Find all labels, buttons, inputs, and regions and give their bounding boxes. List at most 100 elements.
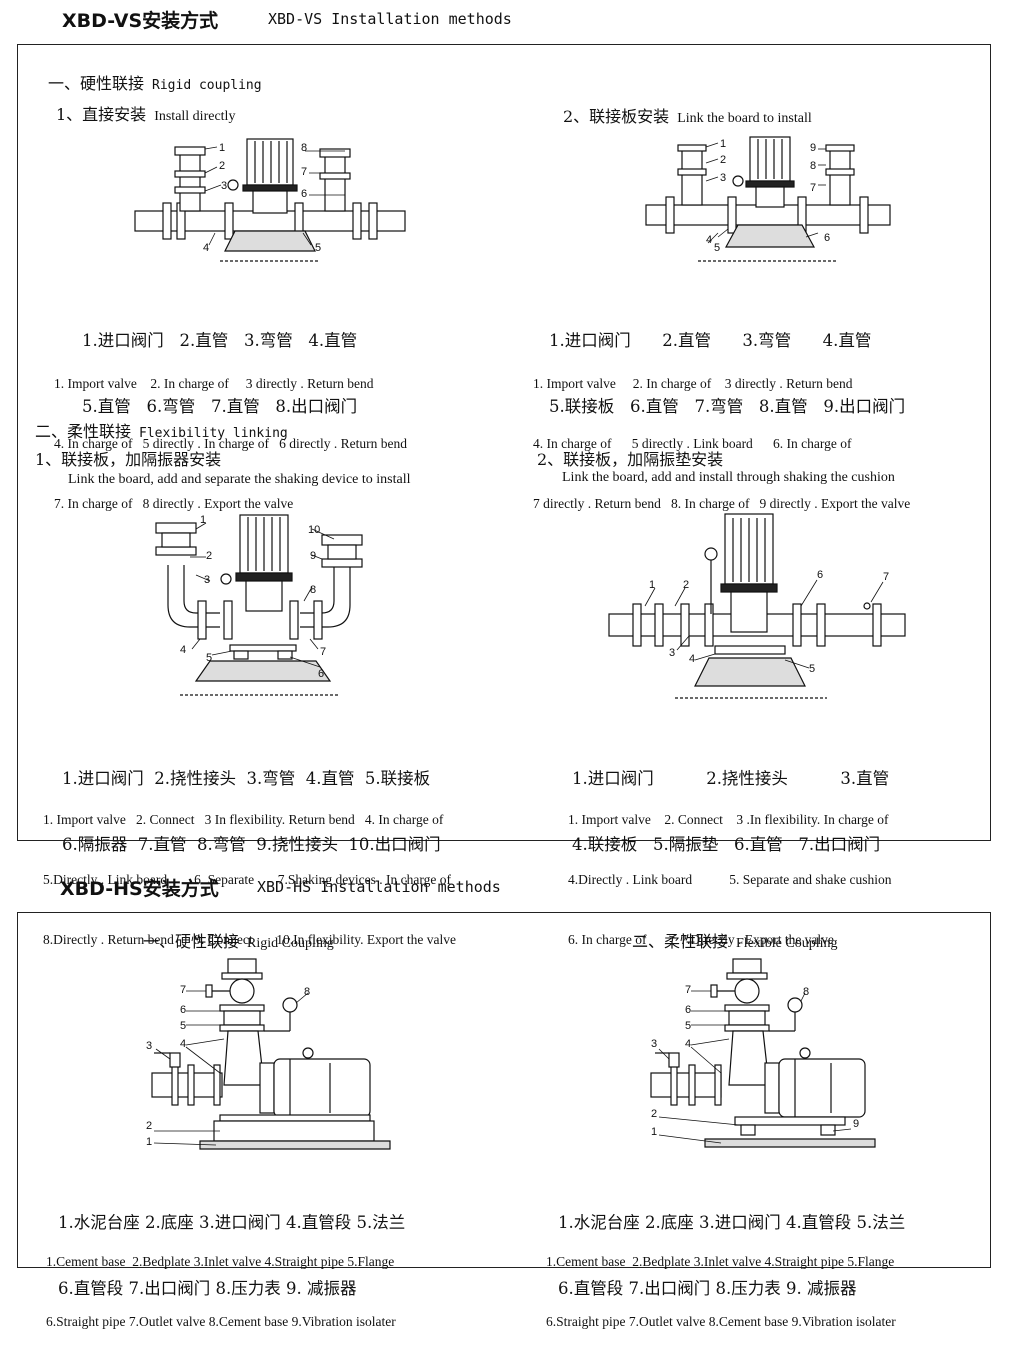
vs-title-en: XBD-VS Installation methods (268, 10, 512, 28)
vs-direct-callout-3: 3 (221, 180, 227, 192)
hs-rigid-en-line-2: 6.Straight pipe 7.Outlet valve 8.Cement … (46, 1314, 396, 1329)
vs-damper-heading: 1、联接板，加隔振器安装 (35, 450, 222, 469)
hs-rigid-heading-zh: 一、硬性联接 (143, 932, 240, 951)
vs-cushion-sub: Link the board, add and install through … (562, 470, 895, 485)
vs-cushion-en-line-3: 6. In charge of 7.Directly . Export the … (568, 932, 834, 947)
vs-direct-heading: 1、直接安装 Install directly (56, 101, 235, 125)
hs-flex-en-legend: 1.Cement base 2.Bedplate 3.Inlet valve 4… (546, 1212, 896, 1352)
vs-title: XBD-VS安装方式 (62, 10, 219, 32)
hs-rigid-zh-line-1: 1.水泥台座 2.底座 3.进口阀门 4.直管段 5.法兰 (58, 1213, 406, 1232)
hs-title: XBD-HS安装方式 (60, 878, 219, 900)
hs-rigid-callout-4: 4 (180, 1038, 186, 1050)
vs-flex-heading-zh: 二、柔性联接 (35, 422, 132, 441)
vs-cushion-heading: 2、联接板，加隔振垫安装 (537, 450, 724, 469)
hs-rigid-callout-2: 2 (146, 1120, 152, 1132)
vs-direct-heading-zh: 1、直接安装 (56, 105, 147, 124)
vs-cushion-diagram: 1 2 3 4 5 6 7 (608, 513, 906, 699)
vs-direct-en-line-3: 7. In charge of 8 directly . Export the … (54, 496, 294, 511)
vs-cushion-callout-5: 5 (809, 663, 815, 675)
hs-flex-zh-line-1: 1.水泥台座 2.底座 3.进口阀门 4.直管段 5.法兰 (558, 1213, 906, 1232)
vs-damper-callout-9: 9 (310, 550, 316, 562)
vs-cushion-zh-legend: 1.进口阀门 2.挠性接头 3.直管 4.联接板 5.隔振垫 6.直管 7.出口… (572, 724, 889, 878)
vs-board-en-line-1: 1. Import valve 2. In charge of 3 direct… (533, 376, 853, 391)
hs-rigid-callout-5: 5 (180, 1020, 186, 1032)
vs-board-en-line-3: 7 directly . Return bend 8. In charge of… (533, 496, 911, 511)
vs-cushion-callout-4: 4 (689, 653, 695, 665)
hs-flex-callout-6: 6 (685, 1004, 691, 1016)
vs-damper-callout-7: 7 (320, 646, 326, 658)
hs-flex-en-line-2: 6.Straight pipe 7.Outlet valve 8.Cement … (546, 1314, 896, 1329)
vs-damper-callout-6: 6 (318, 668, 324, 680)
hs-flex-callout-1: 1 (651, 1126, 657, 1138)
vs-board-callout-1: 1 (720, 138, 726, 150)
hs-flex-heading-zh: 二、柔性联接 (632, 932, 729, 951)
vs-rigid-heading-zh: 一、硬性联接 (48, 74, 145, 93)
vs-damper-callout-10: 10 (308, 524, 320, 536)
vs-cushion-en-line-1: 1. Import valve 2. Connect 3 .In flexibi… (568, 812, 889, 827)
hs-flex-heading-en: Flexible Coupling (736, 936, 838, 951)
vs-cushion-callout-7: 7 (883, 571, 889, 583)
hs-flex-callout-2: 2 (651, 1108, 657, 1120)
vs-flex-heading: 二、柔性联接 Flexibility linking (35, 418, 288, 442)
hs-rigid-callout-6: 6 (180, 1004, 186, 1016)
vs-damper-en-line-3: 8.Directly . Return bend 9. Connect 10.I… (43, 932, 457, 947)
vs-board-heading-zh: 2、联接板安装 (563, 107, 670, 126)
hs-flex-callout-9: 9 (853, 1118, 859, 1130)
hs-rigid-callout-1: 1 (146, 1136, 152, 1148)
vs-damper-diagram: 1 2 3 4 5 6 7 8 9 10 (155, 514, 363, 696)
vs-board-callout-9: 9 (810, 142, 816, 154)
vs-board-en-line-2: 4. In charge of 5 directly . Link board … (533, 436, 852, 451)
vs-board-callout-5: 5 (714, 242, 720, 254)
hs-rigid-en-line-1: 1.Cement base 2.Bedplate 3.Inlet valve 4… (46, 1254, 395, 1269)
vs-damper-en-line-2: 5.Directly . Link board 6. Separate 7.Sh… (43, 872, 452, 887)
vs-damper-zh-line-2: 6.隔振器 7.直管 8.弯管 9.挠性接头 10.出口阀门 (62, 835, 441, 854)
vs-cushion-callout-2: 2 (683, 579, 689, 591)
hs-panel (17, 912, 991, 1268)
vs-cushion-en-line-2: 4.Directly . Link board 5. Separate and … (568, 872, 892, 887)
vs-damper-callout-5: 5 (206, 652, 212, 664)
vs-board-callout-6: 6 (824, 232, 830, 244)
vs-direct-en-line-2: 4. In charge of 5 directly . In charge o… (54, 436, 408, 451)
vs-damper-zh-line-1: 1.进口阀门 2.挠性接头 3.弯管 4.直管 5.联接板 (62, 769, 431, 788)
vs-board-callout-2: 2 (720, 154, 726, 166)
vs-flex-heading-en: Flexibility linking (139, 426, 288, 441)
vs-cushion-zh-line-1: 1.进口阀门 2.挠性接头 3.直管 (572, 769, 890, 788)
vs-rigid-heading-en: Rigid coupling (152, 78, 262, 93)
vs-damper-sub: Link the board, add and separate the sha… (68, 472, 411, 487)
hs-rigid-en-legend: 1.Cement base 2.Bedplate 3.Inlet valve 4… (46, 1212, 396, 1352)
vs-board-callout-8: 8 (810, 160, 816, 172)
vs-damper-callout-8: 8 (310, 584, 316, 596)
vs-direct-zh-line-2: 5.直管 6.弯管 7.直管 8.出口阀门 (82, 397, 358, 416)
vs-cushion-callout-6: 6 (817, 569, 823, 581)
hs-flex-callout-3: 3 (651, 1038, 657, 1050)
hs-rigid-callout-8: 8 (304, 986, 310, 998)
hs-flex-heading: 二、柔性联接 Flexible Coupling (632, 928, 838, 952)
vs-damper-en-legend: 1. Import valve 2. Connect 3 In flexibil… (43, 770, 456, 970)
vs-board-callout-7: 7 (810, 182, 816, 194)
hs-flex-diagram: 7 6 5 4 3 2 1 8 9 (650, 958, 876, 1148)
vs-direct-heading-en: Install directly (154, 109, 236, 124)
hs-flex-callout-4: 4 (685, 1038, 691, 1050)
vs-cushion-en-legend: 1. Import valve 2. Connect 3 .In flexibi… (568, 770, 892, 970)
vs-board-callout-4: 4 (706, 234, 712, 246)
vs-direct-callout-5: 5 (315, 242, 321, 254)
vs-board-zh-line-2: 5.联接板 6.直管 7.弯管 8.直管 9.出口阀门 (549, 397, 906, 416)
hs-rigid-callout-3: 3 (146, 1040, 152, 1052)
vs-damper-zh-legend: 1.进口阀门 2.挠性接头 3.弯管 4.直管 5.联接板 6.隔振器 7.直管… (62, 724, 441, 878)
vs-cushion-zh-line-2: 4.联接板 5.隔振垫 6.直管 7.出口阀门 (572, 835, 881, 854)
vs-direct-zh-line-1: 1.进口阀门 2.直管 3.弯管 4.直管 (82, 331, 358, 350)
vs-damper-callout-1: 1 (200, 514, 206, 526)
vs-direct-callout-4: 4 (203, 242, 209, 254)
vs-damper-callout-4: 4 (180, 644, 186, 656)
vs-board-zh-line-1: 1.进口阀门 2.直管 3.弯管 4.直管 (549, 331, 872, 350)
vs-direct-callout-8: 8 (301, 142, 307, 154)
vs-direct-callout-1: 1 (219, 142, 225, 154)
vs-direct-callout-7: 7 (301, 166, 307, 178)
vs-direct-en-line-1: 1. Import valve 2. In charge of 3 direct… (54, 376, 374, 391)
hs-rigid-diagram: 7 6 5 4 3 2 1 8 (146, 958, 391, 1150)
hs-title-en: XBD-HS Installation methods (257, 878, 501, 896)
vs-damper-en-line-1: 1. Import valve 2. Connect 3 In flexibil… (43, 812, 444, 827)
vs-direct-zh-legend: 1.进口阀门 2.直管 3.弯管 4.直管 5.直管 6.弯管 7.直管 8.出… (82, 286, 357, 440)
hs-flex-callout-8: 8 (803, 986, 809, 998)
